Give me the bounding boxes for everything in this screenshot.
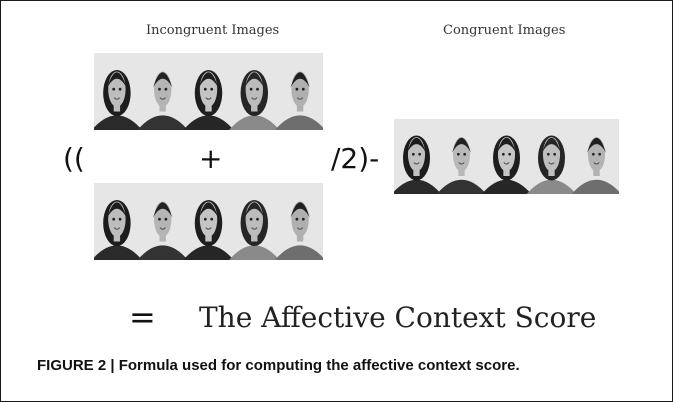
face-portrait — [137, 201, 188, 260]
divide-minus-operator: /2)- — [331, 142, 380, 175]
face-portrait — [183, 199, 234, 260]
face-portrait — [436, 137, 487, 194]
face-portrait — [571, 137, 619, 194]
open-parentheses-operator: (( — [63, 142, 85, 175]
congruent-faces-photo — [394, 135, 619, 194]
figure-caption: FIGURE 2 | Formula used for computing th… — [37, 357, 520, 374]
incongruent-faces-bottom-photo — [94, 199, 323, 260]
face-portrait — [274, 201, 323, 260]
face-portrait — [526, 135, 577, 194]
face-portrait — [94, 199, 143, 260]
face-portrait — [229, 69, 280, 130]
incongruent-faces-top-photo — [94, 69, 323, 130]
affective-context-score-label: The Affective Context Score — [199, 301, 597, 334]
incongruent-images-bottom-strip — [94, 183, 323, 260]
plus-operator: + — [199, 142, 223, 175]
face-portrait — [183, 69, 234, 130]
incongruent-images-heading: Incongruent Images — [146, 23, 280, 38]
incongruent-images-top-strip — [94, 53, 323, 130]
congruent-images-strip — [394, 119, 619, 194]
face-portrait — [94, 69, 143, 130]
face-portrait — [229, 199, 280, 260]
face-portrait — [394, 135, 442, 194]
face-portrait — [481, 135, 532, 194]
face-portrait — [274, 71, 323, 130]
congruent-images-heading: Congruent Images — [443, 23, 566, 38]
equals-operator: = — [129, 298, 156, 336]
face-portrait — [137, 71, 188, 130]
